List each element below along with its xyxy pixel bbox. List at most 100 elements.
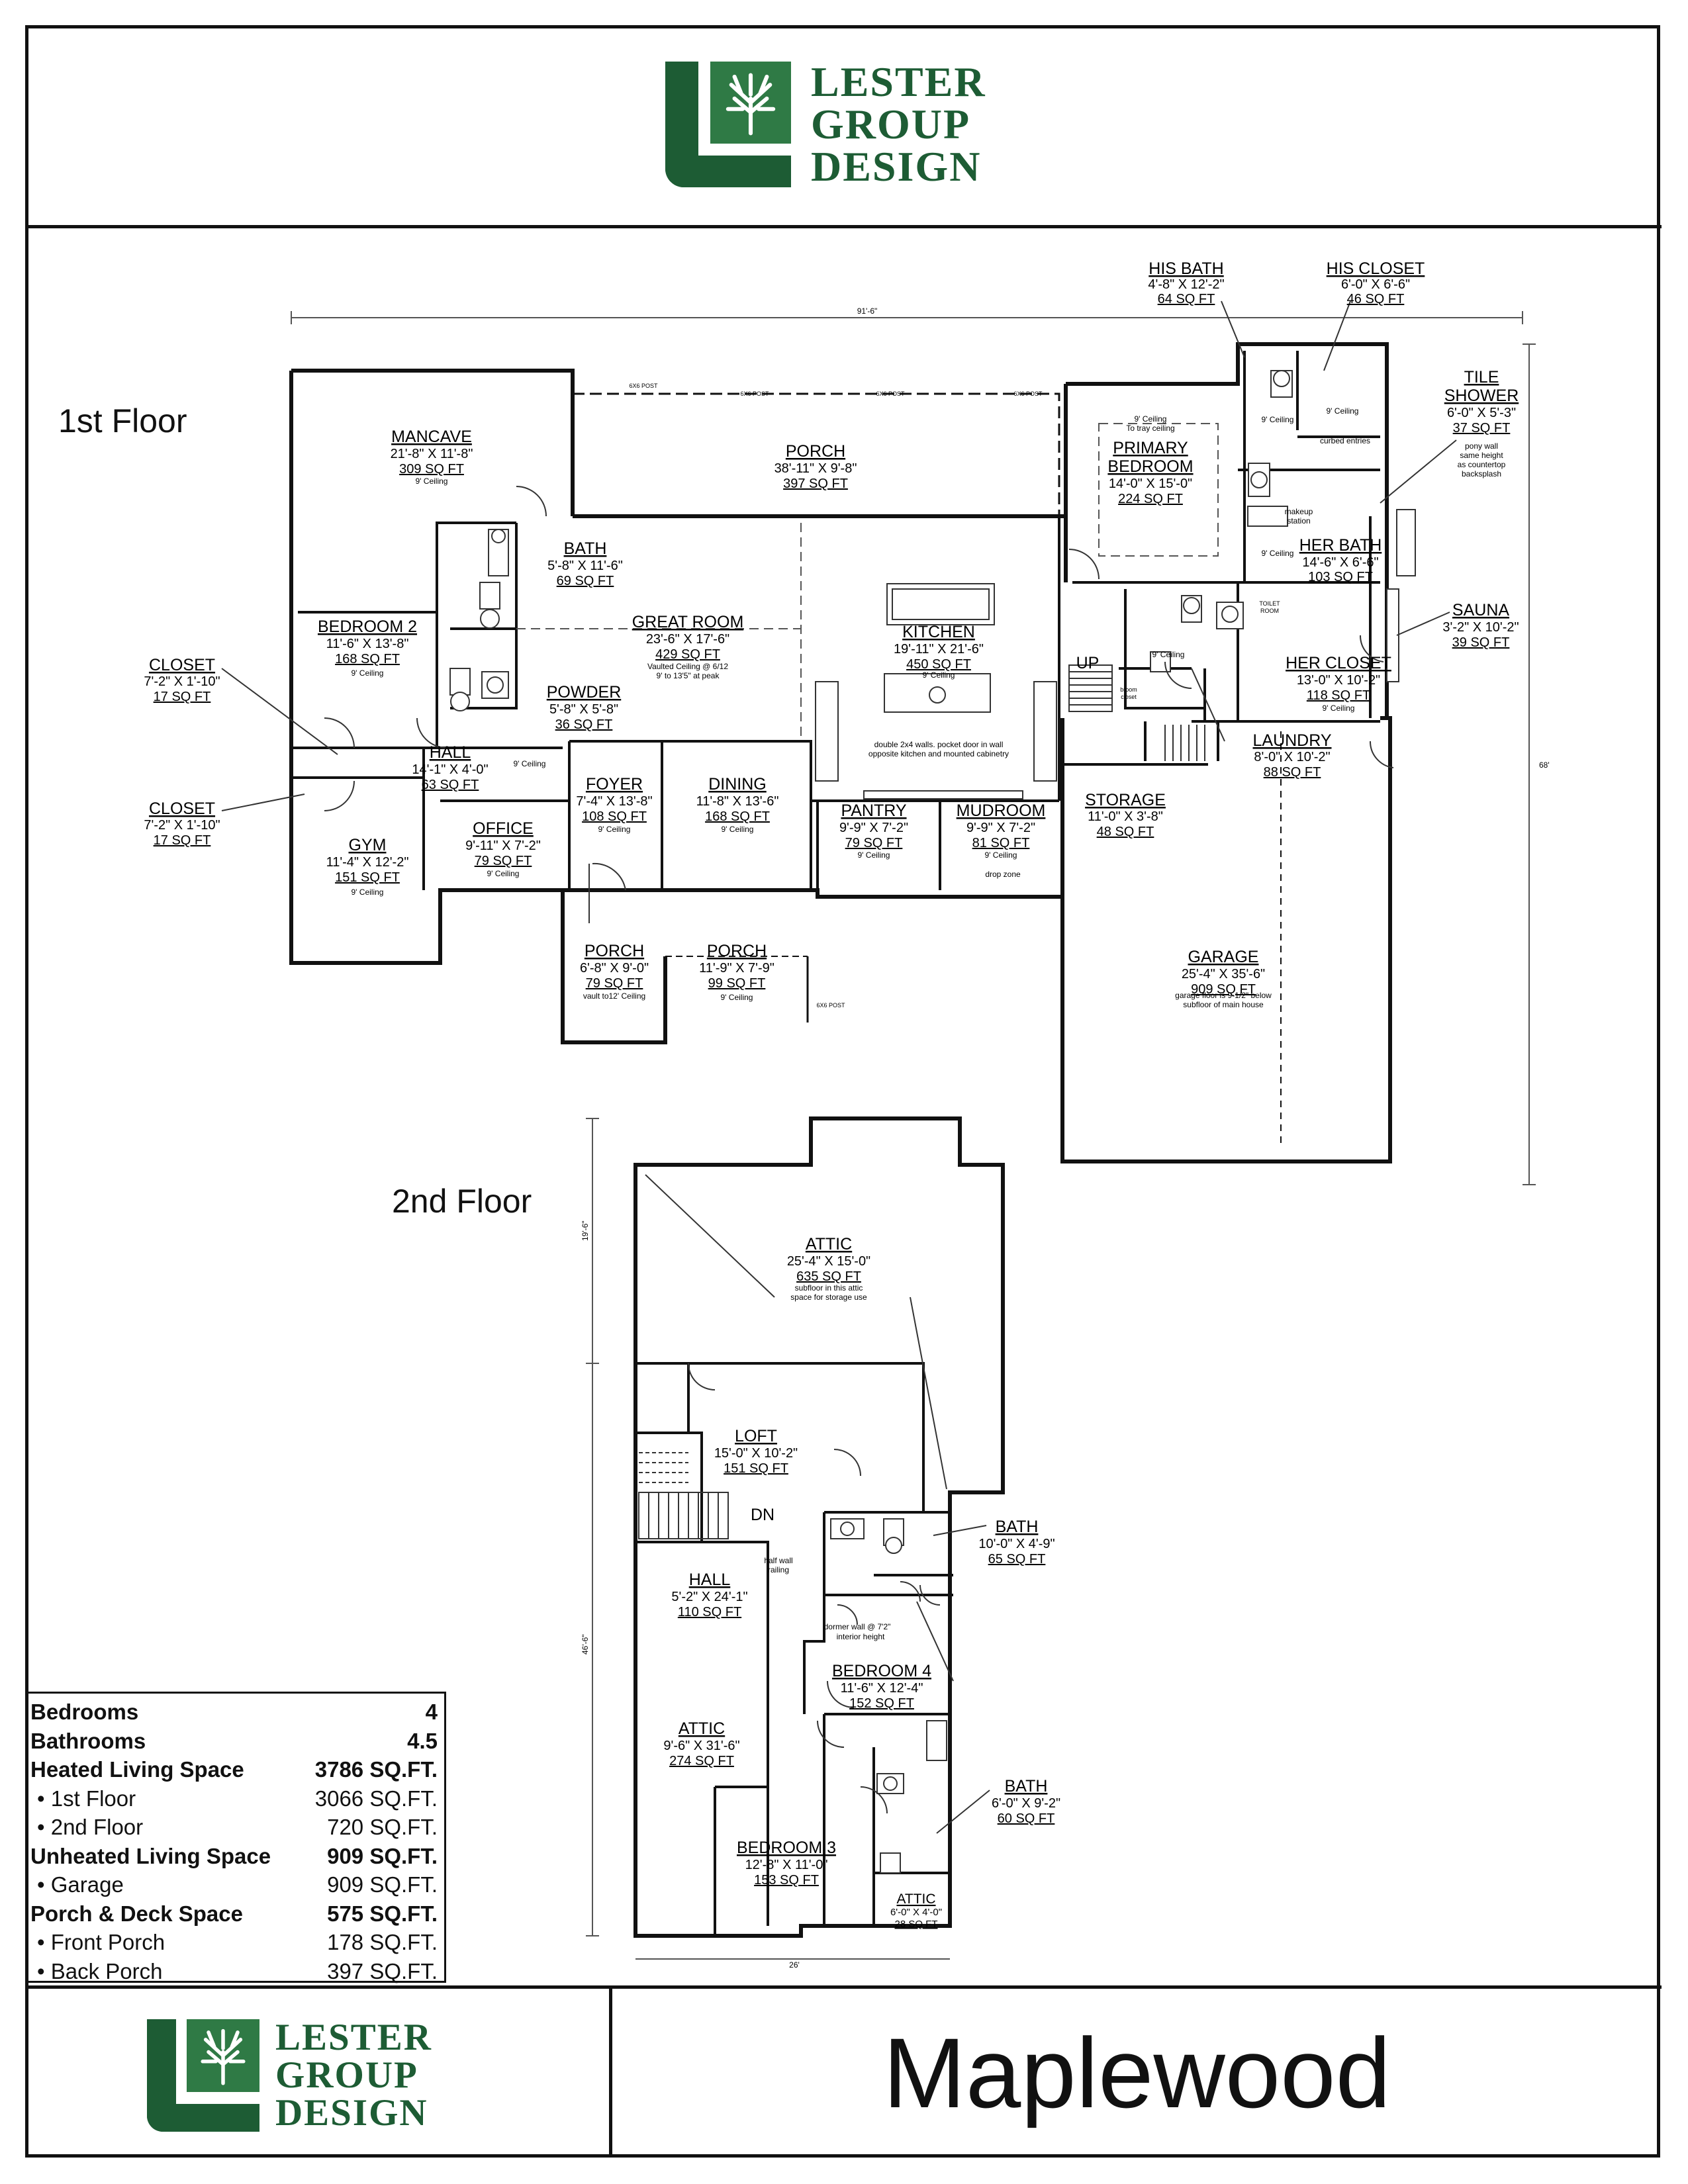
specs-label: • 2nd Floor (37, 1815, 144, 1839)
floor-plan: 91'-6" 68' MANCAVE 21'-8" X 11'-8" 309 S… (144, 259, 1549, 1970)
svg-text:9' Ceiling: 9' Ceiling (1152, 650, 1185, 659)
room-hall-upper: HALL 5'-2" X 24'-1" 110 SQ FT (671, 1570, 747, 1619)
svg-text:9' Ceiling: 9' Ceiling (722, 825, 754, 834)
width-2nd: 26' (789, 1960, 800, 1970)
svg-text:11'-8" X 13'-6": 11'-8" X 13'-6" (696, 794, 779, 809)
svg-text:6'-0" X 9'-2": 6'-0" X 9'-2" (992, 1796, 1060, 1811)
svg-text:17 SQ FT: 17 SQ FT (154, 833, 211, 848)
first-floor-notes: double 2x4 walls. pocket door in wall op… (629, 383, 1370, 1009)
second-floor-interior-walls (635, 1362, 953, 1936)
svg-text:151 SQ FT: 151 SQ FT (335, 870, 400, 885)
svg-text:11'-4" X 12'-2": 11'-4" X 12'-2" (326, 855, 409, 870)
svg-text:25'-4" X 35'-6": 25'-4" X 35'-6" (1182, 967, 1265, 981)
svg-text:118 SQ FT: 118 SQ FT (1307, 688, 1370, 703)
svg-text:909 SQ FT: 909 SQ FT (1191, 982, 1256, 997)
svg-text:429 SQ FT: 429 SQ FT (655, 647, 720, 662)
svg-text:152 SQ FT: 152 SQ FT (849, 1696, 914, 1711)
room-dining: DINING 11'-8" X 13'-6" 168 SQ FT 9' Ceil… (696, 775, 779, 834)
svg-text:46 SQ FT: 46 SQ FT (1347, 292, 1405, 306)
logo-mark (147, 2019, 259, 2132)
svg-text:48 SQ FT: 48 SQ FT (1097, 825, 1154, 839)
svg-text:HER CLOSET: HER CLOSET (1286, 654, 1391, 672)
svg-text:MANCAVE: MANCAVE (391, 428, 472, 446)
room-bath: BATH 5'-8" X 11'-6" 69 SQ FT (547, 539, 623, 588)
svg-text:11'-0" X 3'-8": 11'-0" X 3'-8" (1088, 809, 1163, 824)
room-back-porch: PORCH 38'-11" X 9'-8" 397 SQ FT (774, 442, 857, 491)
svg-text:station: station (1287, 516, 1310, 525)
specs-value: 3066 SQ.FT. (314, 1786, 438, 1811)
svg-text:PORCH: PORCH (786, 442, 845, 461)
room-bedroom-2: BEDROOM 2 11'-6" X 13'-8" 168 SQ FT 9' C… (318, 617, 417, 678)
bath-fixtures (449, 370, 1416, 711)
svg-text:backsplash: backsplash (1462, 469, 1501, 478)
second-floor-label: 2nd Floor (392, 1183, 532, 1220)
svg-text:9' Ceiling: 9' Ceiling (1135, 414, 1167, 424)
svg-text:19'-11" X 21'-6": 19'-11" X 21'-6" (894, 642, 984, 657)
svg-text:HALL: HALL (689, 1570, 731, 1589)
svg-text:GYM: GYM (349, 836, 387, 854)
svg-text:curbed entries: curbed entries (1320, 436, 1370, 445)
svg-text:25'-4" X 15'-0": 25'-4" X 15'-0" (787, 1254, 870, 1269)
svg-text:PRIMARY: PRIMARY (1113, 439, 1188, 457)
svg-text:space for storage use: space for storage use (790, 1293, 867, 1302)
svg-text:CLOSET: CLOSET (149, 799, 215, 818)
svg-text:HER BATH: HER BATH (1299, 536, 1382, 555)
svg-text:dormer wall @ 7'2": dormer wall @ 7'2" (824, 1622, 891, 1631)
svg-text:39 SQ FT: 39 SQ FT (1452, 635, 1510, 650)
svg-text:9' Ceiling: 9' Ceiling (416, 477, 448, 486)
sheet-border (25, 25, 1660, 2158)
svg-text:makeup: makeup (1285, 507, 1313, 516)
svg-text:14'-0" X 15'-0": 14'-0" X 15'-0" (1109, 477, 1192, 491)
room-bath-upper: BATH 10'-0" X 4'-9" 65 SQ FT (978, 1518, 1055, 1567)
svg-text:79 SQ FT: 79 SQ FT (475, 854, 532, 868)
room-his-bath: HIS BATH 4'-8" X 12'-2" 64 SQ FT (1148, 259, 1224, 306)
svg-text:ATTIC: ATTIC (896, 1891, 935, 1907)
svg-text:69 SQ FT: 69 SQ FT (557, 574, 614, 588)
svg-text:9' Ceiling: 9' Ceiling (1327, 406, 1359, 416)
svg-text:4'-8" X 12'-2": 4'-8" X 12'-2" (1148, 277, 1224, 292)
svg-text:HIS CLOSET: HIS CLOSET (1327, 259, 1425, 278)
svg-text:6'-0" X 6'-6": 6'-0" X 6'-6" (1341, 277, 1410, 292)
svg-text:ROOM: ROOM (1260, 608, 1279, 614)
svg-text:5'-2" X 24'-1": 5'-2" X 24'-1" (671, 1590, 747, 1604)
specs-label: Unheated Living Space (30, 1843, 271, 1868)
specs-value: 909 SQ.FT. (327, 1843, 438, 1868)
svg-text:9' Ceiling: 9' Ceiling (352, 887, 384, 897)
svg-text:5'-8" X 5'-8": 5'-8" X 5'-8" (549, 702, 618, 717)
room-mudroom: MUDROOM 9'-9" X 7'-2" 81 SQ FT 9' Ceilin… (957, 801, 1046, 860)
svg-text:ATTIC: ATTIC (806, 1235, 852, 1253)
room-attic-top: ATTIC 25'-4" X 15'-0" 635 SQ FT subfloor… (787, 1235, 870, 1302)
svg-text:6X6 POST: 6X6 POST (876, 390, 905, 397)
svg-text:36 SQ FT: 36 SQ FT (555, 717, 613, 732)
svg-text:28 SQ FT: 28 SQ FT (894, 1919, 937, 1930)
svg-text:9' Ceiling: 9' Ceiling (1262, 549, 1294, 558)
svg-text:9' Ceiling: 9' Ceiling (1323, 704, 1355, 713)
specs-row: Unheated Living Space 909 SQ.FT. (30, 1842, 438, 1871)
svg-text:DN: DN (751, 1506, 774, 1524)
second-floor-doors (688, 1363, 941, 1814)
specs-value: 909 SQ.FT. (327, 1872, 438, 1897)
svg-text:15'-0" X 10'-2": 15'-0" X 10'-2" (714, 1446, 798, 1461)
specs-label: • Back Porch (37, 1958, 163, 1983)
svg-text:TILE: TILE (1464, 368, 1499, 387)
svg-text:vault to12' Ceiling: vault to12' Ceiling (583, 991, 645, 1001)
specs-value: 397 SQ.FT. (327, 1958, 438, 1983)
second-floor-dimensions (586, 1118, 950, 1960)
svg-text:pony wall: pony wall (1465, 441, 1498, 451)
specs-label: Bathrooms (30, 1728, 146, 1753)
room-bedroom-4: BEDROOM 4 11'-6" X 12'-4" 152 SQ FT (832, 1662, 931, 1711)
svg-text:9' Ceiling: 9' Ceiling (598, 825, 631, 834)
svg-text:11'-6" X 12'-4": 11'-6" X 12'-4" (841, 1681, 923, 1696)
header-logo: LESTER GROUP DESIGN (665, 61, 986, 188)
svg-text:HALL: HALL (430, 743, 471, 762)
room-tile-shower: TILE SHOWER 6'-0" X 5'-3" 37 SQ FT pony … (1444, 368, 1519, 478)
room-closet-1: CLOSET 7'-2" X 1'-10" 17 SQ FT (144, 656, 220, 704)
room-mancave: MANCAVE 21'-8" X 11'-8" 309 SQ FT 9' Cei… (391, 428, 473, 486)
footer-divider (25, 1985, 1662, 1989)
room-sauna: SAUNA 3'-2" X 10'-2" 39 SQ FT (1442, 601, 1519, 650)
room-garage: GARAGE 25'-4" X 35'-6" 909 SQ FT garage … (1175, 948, 1272, 1009)
first-floor-interior-walls (291, 351, 1380, 890)
logo-wordmark: LESTER GROUP DESIGN (275, 2017, 432, 2134)
svg-text:TOILET: TOILET (1259, 600, 1280, 607)
